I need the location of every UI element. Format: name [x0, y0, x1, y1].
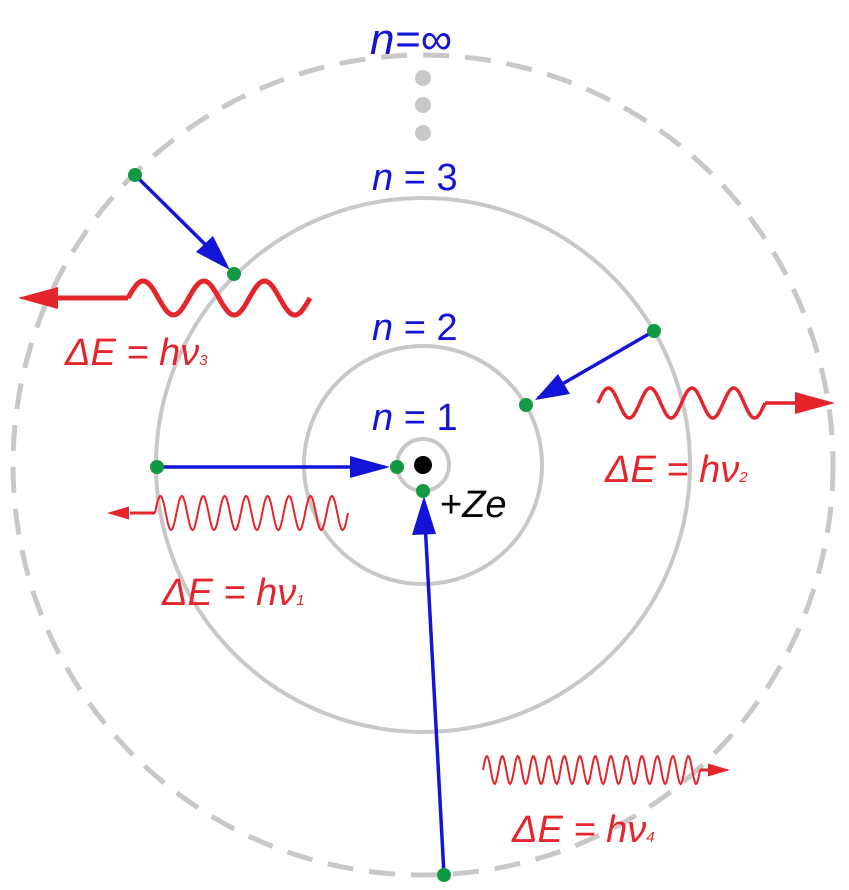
level-label-1: n = 1	[372, 397, 458, 439]
orbit-n-2	[302, 344, 544, 586]
photon-wave-3	[125, 278, 313, 318]
energy-label-4: ΔE = hν4	[511, 809, 655, 851]
electron	[128, 168, 142, 182]
transition-arrow-4	[422, 502, 446, 876]
orbit-n-infinity	[10, 52, 836, 878]
electron	[437, 868, 451, 882]
ellipsis-dot	[415, 125, 431, 141]
photon-wave-2	[596, 386, 767, 420]
electron	[390, 460, 404, 474]
photon-arrowhead-icon	[795, 392, 835, 414]
photon-arrowhead-icon	[708, 763, 730, 777]
electron	[227, 267, 241, 281]
photon-arrowhead-icon	[107, 506, 129, 520]
electron	[416, 484, 430, 498]
electron	[519, 398, 533, 412]
ellipsis-dot	[415, 70, 431, 86]
photon-wave-4	[482, 754, 701, 786]
energy-label-3: ΔE = hν3	[64, 332, 208, 374]
arrowhead-icon	[412, 496, 436, 535]
nucleus-charge-label: +Ze	[440, 484, 507, 526]
level-label-infinity: n=∞	[370, 15, 452, 64]
photon-wave-1	[154, 494, 349, 532]
ellipsis-dot	[415, 97, 431, 113]
photon-arrowhead-icon	[18, 287, 58, 309]
electron	[150, 460, 164, 474]
nucleus	[414, 456, 432, 474]
photon-waves	[18, 278, 835, 786]
arrowhead-icon	[350, 456, 390, 478]
arrowhead-icon	[196, 236, 230, 270]
level-label-2: n = 2	[372, 307, 458, 349]
electron	[647, 324, 661, 338]
arrowhead-icon	[535, 374, 570, 400]
level-label-3: n = 3	[372, 157, 458, 199]
energy-label-1: ΔE = hν1	[161, 572, 305, 614]
energy-label-2: ΔE = hν2	[604, 449, 748, 491]
